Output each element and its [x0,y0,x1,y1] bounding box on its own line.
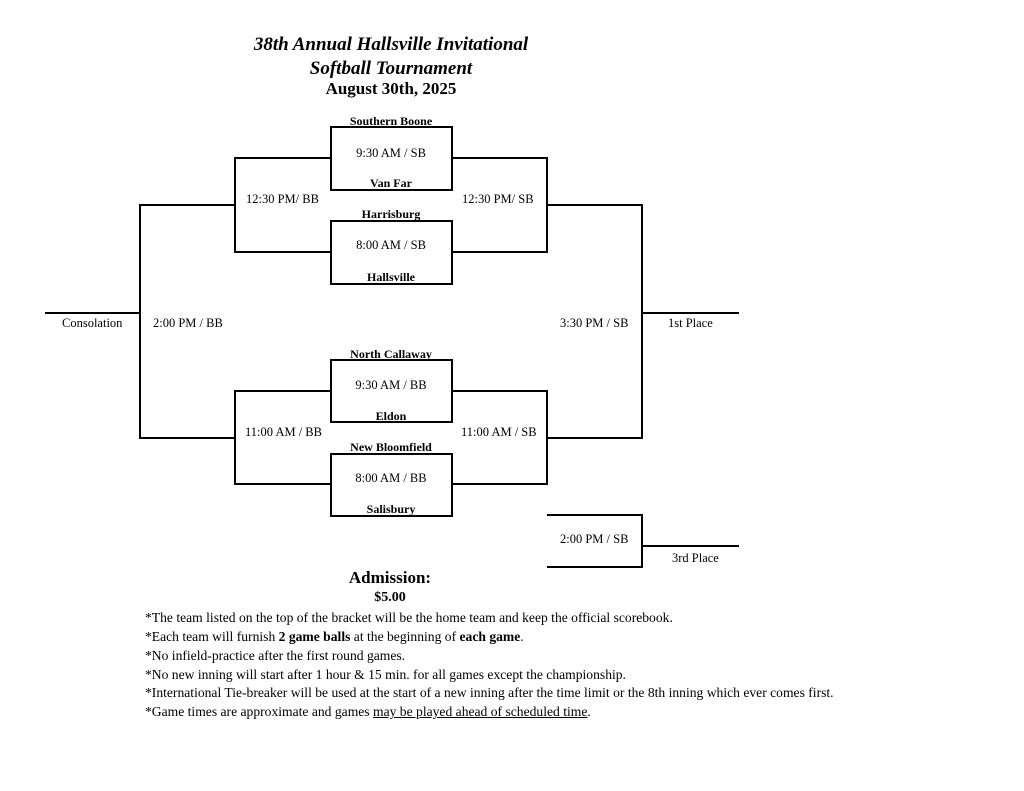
admission-price: $5.00 [374,590,406,605]
third-place-game-time: 2:00 PM / SB [560,532,629,546]
tournament-date: August 30th, 2025 [325,79,457,98]
note-game-times: *Game times are approximate and games ma… [145,705,591,719]
game3-time: 9:30 AM / BB [355,378,427,392]
note-game-balls: *Each team will furnish 2 game balls at … [145,630,524,644]
upper-right-round-time: 12:30 PM/ SB [462,192,534,206]
note-game-times-underlined: may be played ahead of scheduled time [373,704,588,719]
game4-time: 8:00 AM / BB [355,471,427,485]
lower-left-round-time: 11:00 AM / BB [245,425,322,439]
team-hallsville: Hallsville [367,270,415,284]
tournament-title-line1: 38th Annual Hallsville Invitational [253,34,529,55]
upper-left-round-time: 12:30 PM/ BB [246,192,319,206]
consolation-label: Consolation [62,316,123,330]
lower-right-round-time: 11:00 AM / SB [461,425,537,439]
note-game-times-post: . [587,704,591,719]
bracket-consolation [139,204,236,439]
first-place-label: 1st Place [668,316,713,330]
note-time-limit: *No new inning will start after 1 hour &… [145,667,626,682]
team-eldon: Eldon [375,409,407,423]
game-box-north-callaway [330,359,453,423]
team-north-callaway: North Callaway [350,347,432,361]
team-harrisburg: Harrisburg [361,207,421,221]
championship-game-time: 3:30 PM / SB [560,316,629,330]
note-game-balls-post: . [520,629,524,644]
note-infield-practice: *No infield-practice after the first rou… [145,648,406,663]
game1-time: 9:30 AM / SB [356,146,426,160]
tournament-title-line2: Softball Tournament [309,58,473,79]
note-game-times-pre: *Game times are approximate and games [145,704,373,719]
team-new-bloomfield: New Bloomfield [350,440,432,454]
note-home-team: *The team listed on the top of the brack… [145,610,673,625]
admission-heading: Admission: [348,568,432,587]
game-box-southern-boone [330,126,453,191]
bracket-championship [546,204,643,439]
note-game-balls-each: each game [459,629,521,644]
note-game-balls-mid: at the beginning of [350,629,460,644]
team-van-far: Van Far [370,176,412,190]
game2-time: 8:00 AM / SB [356,238,426,252]
third-place-label: 3rd Place [672,551,719,565]
note-game-balls-count: 2 game balls [278,629,351,644]
team-salisbury: Salisbury [366,502,416,516]
note-game-balls-pre: *Each team will furnish [145,629,279,644]
bracket-third-place [547,514,643,568]
game-box-harrisburg [330,220,453,285]
note-tie-breaker: *International Tie-breaker will be used … [145,685,834,700]
consolation-game-time: 2:00 PM / BB [153,316,223,330]
game-box-new-bloomfield [330,453,453,517]
team-southern-boone: Southern Boone [349,114,433,128]
